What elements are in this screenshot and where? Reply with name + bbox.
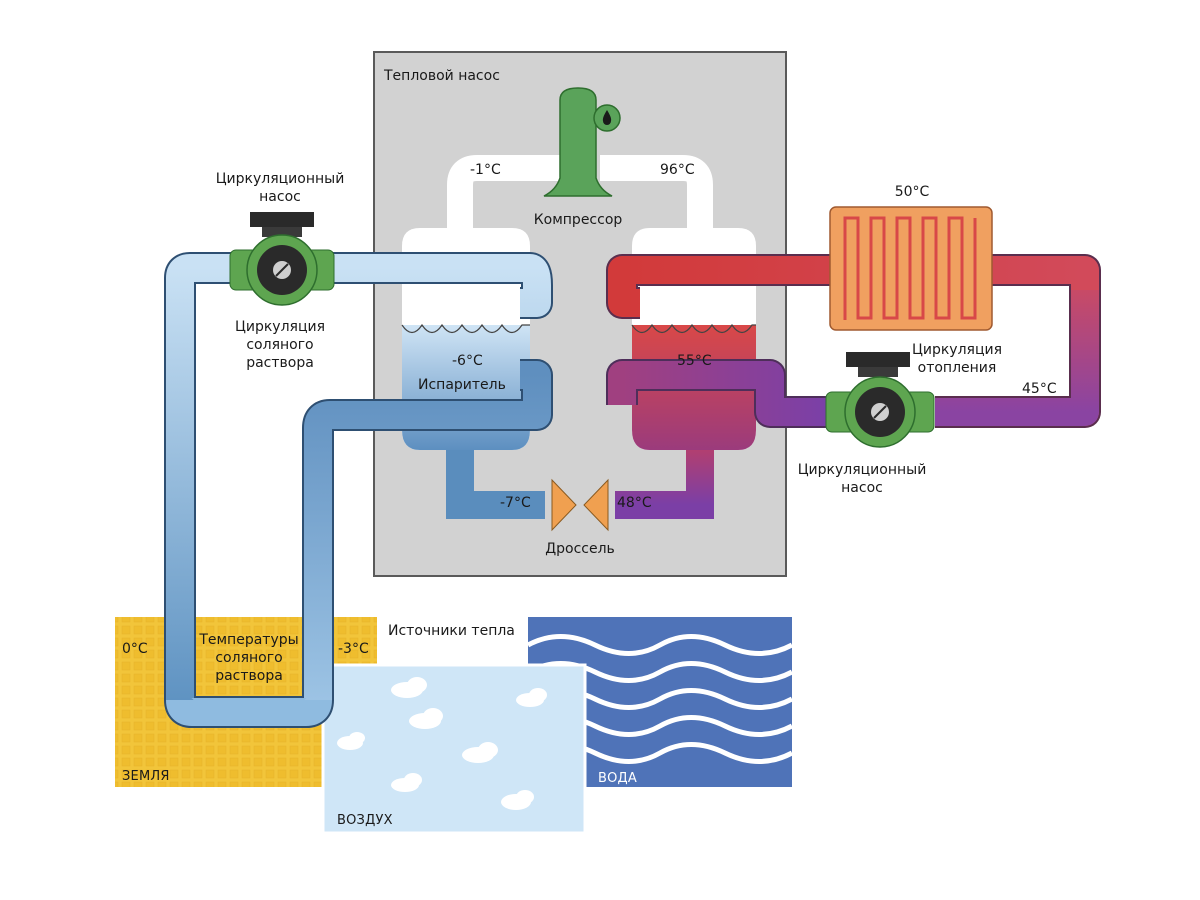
circulation-pump-left [229, 212, 335, 306]
discharge-temp: 96°C [660, 162, 695, 178]
compressor-label: Компрессор [533, 212, 623, 228]
ground-temp-right: -3°C [338, 641, 369, 657]
heat-pump-title: Тепловой насос [384, 68, 500, 84]
water-label: ВОДА [598, 771, 638, 786]
heat-sources [115, 617, 794, 835]
throttle-label: Дроссель [545, 541, 615, 557]
return-temp: 45°C [1022, 381, 1057, 397]
air-source [321, 663, 587, 835]
throttle-valve [551, 478, 609, 532]
radiator-temp: 50°C [894, 184, 930, 200]
before-throttle-temp: 48°C [617, 495, 652, 511]
cloud-icon [337, 677, 547, 810]
after-throttle-temp: -7°C [500, 495, 531, 511]
refrigerant-loop [447, 155, 713, 232]
condenser-temp: 55°C [677, 353, 712, 369]
circulation-pump-right [825, 352, 935, 448]
compressor [543, 87, 621, 197]
ground-label: ЗЕМЛЯ [122, 769, 170, 784]
evaporator-temp: -6°C [452, 353, 483, 369]
suction-temp: -1°C [470, 162, 501, 178]
radiator [829, 206, 993, 331]
air-label: ВОЗДУХ [337, 813, 393, 828]
ground-temp-left: 0°C [122, 641, 148, 657]
brine-loop-fill [166, 254, 551, 726]
evaporator-label: Испаритель [418, 377, 506, 393]
heat-sources-title: Источники тепла [388, 623, 515, 639]
condenser-outlet-pipe [615, 450, 714, 519]
evaporator-outlet-pipe [446, 450, 545, 519]
